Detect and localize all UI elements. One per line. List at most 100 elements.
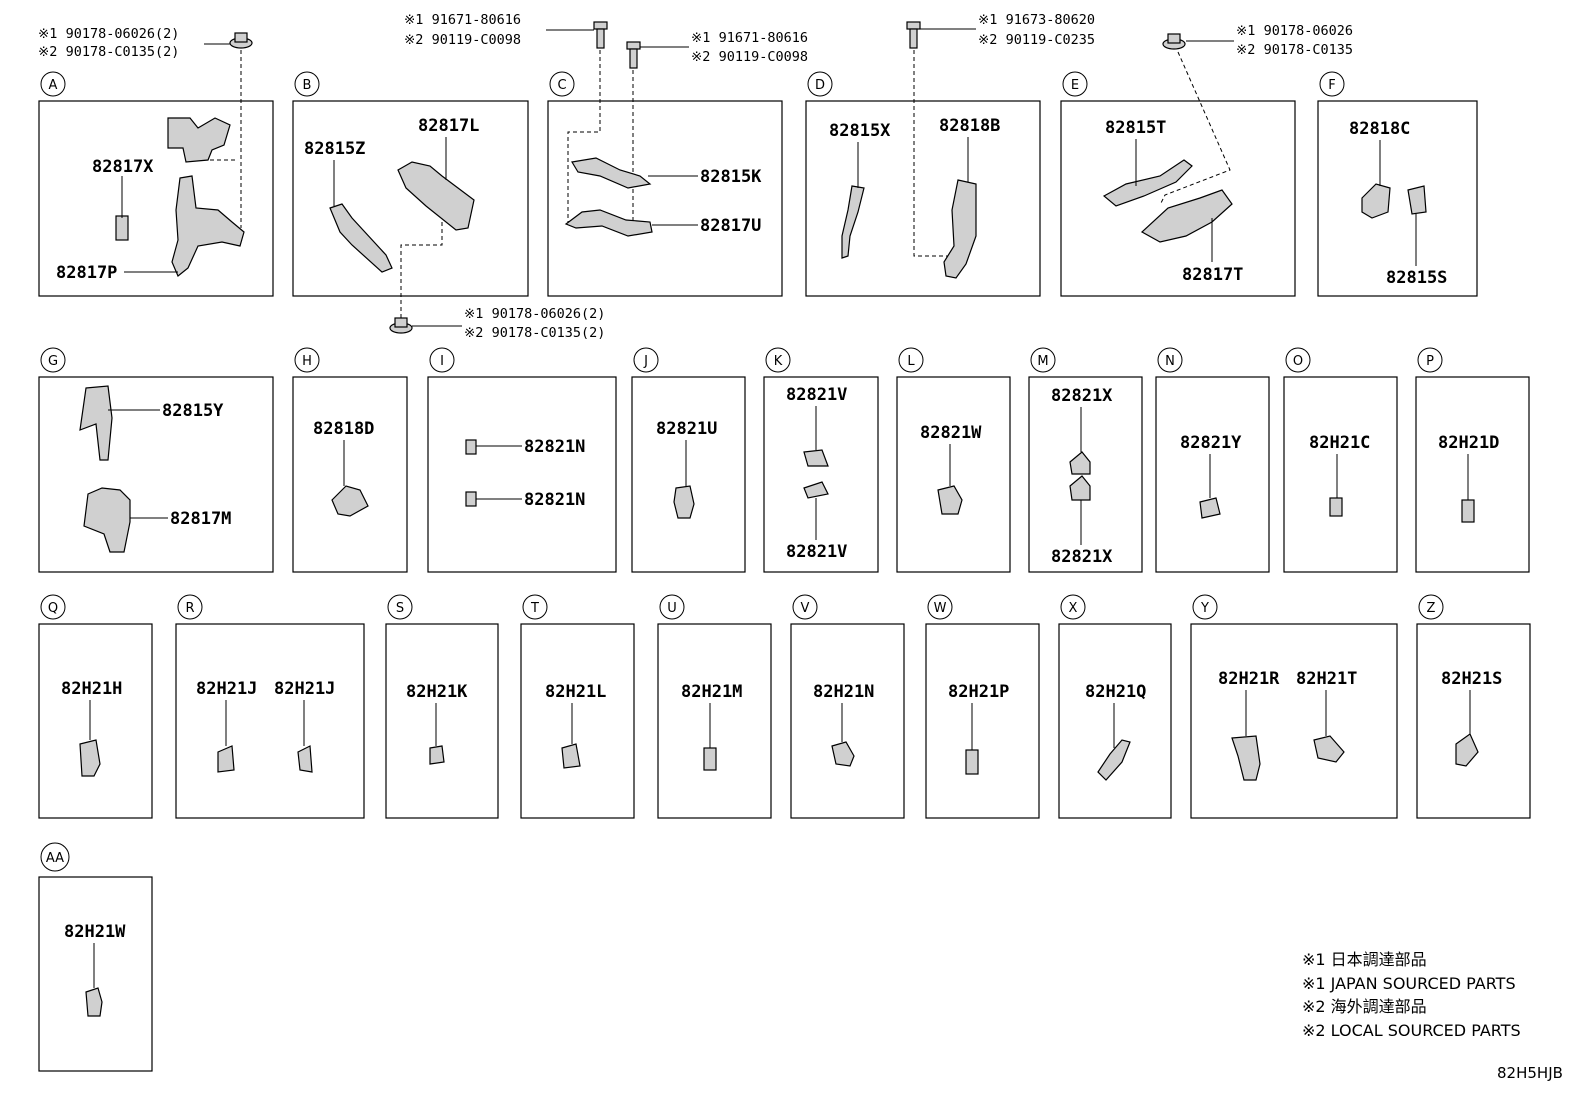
svg-text:AA: AA xyxy=(46,851,64,866)
fastener-f-japan: ※1 90178-06026 xyxy=(1236,23,1353,39)
part-label-82h21d: 82H21D xyxy=(1438,433,1499,453)
svg-text:U: U xyxy=(667,601,677,616)
part-label-82h21r: 82H21R xyxy=(1218,669,1280,689)
svg-text:O: O xyxy=(1293,354,1303,369)
part-label-82h21j: 82H21J xyxy=(196,679,257,699)
svg-text:L: L xyxy=(907,354,915,369)
callout-n: N xyxy=(1157,347,1183,373)
callout-k: K xyxy=(765,347,791,373)
fastener-f-local: ※2 90178-C0135 xyxy=(1236,42,1353,58)
part-label-82821v: 82821V xyxy=(786,385,847,405)
bracket-shape xyxy=(841,185,865,259)
clip-shape xyxy=(1069,475,1091,501)
callout-g: G xyxy=(40,347,66,373)
svg-text:Y: Y xyxy=(1200,601,1209,616)
fastener-c-japan: ※1 91671-80616 xyxy=(404,12,521,28)
part-label-82817u: 82817U xyxy=(700,216,761,236)
svg-text:X: X xyxy=(1069,601,1078,616)
part-label-82821x: 82821X xyxy=(1051,386,1113,406)
clip-shape xyxy=(217,745,235,773)
callout-a: A xyxy=(40,71,66,97)
clip-shape xyxy=(803,449,829,467)
callout-aa: AA xyxy=(40,842,70,872)
clip-shape xyxy=(1455,733,1479,767)
callout-f: F xyxy=(1319,71,1345,97)
callout-x: X xyxy=(1060,594,1086,620)
part-label-82h21p: 82H21P xyxy=(948,682,1009,702)
fastener-c-local: ※2 90119-C0098 xyxy=(404,32,521,48)
svg-text:I: I xyxy=(440,354,444,369)
part-labels: 82817X 82817P 82815Z 82817L 82815K 82817… xyxy=(56,116,1502,988)
bolt-icon xyxy=(593,21,608,49)
bracket-shape xyxy=(1140,189,1233,243)
bracket-shape xyxy=(79,385,113,461)
part-label-82815x: 82815X xyxy=(829,121,891,141)
clip-shape xyxy=(703,747,717,771)
svg-text:C: C xyxy=(557,78,566,93)
clip-shape xyxy=(1097,739,1131,781)
callout-d: D xyxy=(807,71,833,97)
svg-text:E: E xyxy=(1071,78,1079,93)
part-label-82815z: 82815Z xyxy=(304,139,365,159)
flange-nut-icon xyxy=(229,32,253,49)
part-label-82h21t: 82H21T xyxy=(1296,669,1357,689)
part-label-82817l: 82817L xyxy=(418,116,479,136)
callout-w: W xyxy=(927,594,953,620)
clip-shape xyxy=(803,481,829,499)
svg-text:J: J xyxy=(643,354,648,369)
part-label-82818c: 82818C xyxy=(1349,119,1410,139)
bracket-shape xyxy=(329,203,393,273)
svg-text:N: N xyxy=(1165,354,1175,369)
bracket-shape xyxy=(83,487,131,553)
diagram-reference-code: 82H5HJB xyxy=(1497,1064,1563,1082)
clip-shape xyxy=(1231,735,1261,781)
clip-shape xyxy=(965,749,979,775)
part-label-82821x: 82821X xyxy=(1051,547,1113,567)
part-shapes xyxy=(79,117,1479,1017)
clip-shape xyxy=(85,987,103,1017)
svg-text:W: W xyxy=(934,601,947,616)
bracket-shape xyxy=(171,175,245,277)
clip-shape xyxy=(429,745,445,765)
clip-shape xyxy=(331,485,369,517)
part-label-82h21n: 82H21N xyxy=(813,682,874,702)
svg-text:A: A xyxy=(49,78,58,93)
callout-u: U xyxy=(659,594,685,620)
clip-shape xyxy=(1461,499,1475,523)
fastener-e-japan: ※1 91673-80620 xyxy=(978,12,1095,28)
callout-o: O xyxy=(1285,347,1311,373)
callout-t: T xyxy=(522,594,548,620)
clip-shape xyxy=(115,215,129,241)
fastener-b-local: ※2 90178-C0135(2) xyxy=(464,325,605,341)
callout-c: C xyxy=(549,71,575,97)
part-label-82h21q: 82H21Q xyxy=(1085,682,1146,702)
part-label-82821w: 82821W xyxy=(920,423,982,443)
legend-line: ※1 JAPAN SOURCED PARTS xyxy=(1302,973,1516,993)
callout-p: P xyxy=(1417,347,1443,373)
part-label-82817x: 82817X xyxy=(92,157,154,177)
fastener-d-japan: ※1 91671-80616 xyxy=(691,30,808,46)
callout-m: M xyxy=(1030,347,1056,373)
part-label-82h21l: 82H21L xyxy=(545,682,606,702)
part-label-82815k: 82815K xyxy=(700,167,762,187)
fastener-e-local: ※2 90119-C0235 xyxy=(978,32,1095,48)
callout-v: V xyxy=(792,594,818,620)
panel-boxes xyxy=(38,100,1531,1072)
fastener-labels: ※1 90178-06026(2) ※2 90178-C0135(2) ※1 9… xyxy=(38,12,1353,341)
legend-line: ※2 海外調達部品 xyxy=(1302,997,1427,1016)
clip-shape xyxy=(937,485,963,515)
svg-text:P: P xyxy=(1426,354,1434,369)
callout-b: B xyxy=(294,71,320,97)
svg-text:V: V xyxy=(801,601,810,616)
part-label-82h21h: 82H21H xyxy=(61,679,122,699)
fastener-a-local: ※2 90178-C0135(2) xyxy=(38,44,179,60)
callout-z: Z xyxy=(1418,594,1444,620)
svg-text:G: G xyxy=(48,354,58,369)
clip-shape xyxy=(465,491,477,507)
callout-l: L xyxy=(898,347,924,373)
part-label-82817p: 82817P xyxy=(56,263,117,283)
bracket-shape xyxy=(943,179,977,279)
clip-shape xyxy=(1329,497,1343,517)
clip-shape xyxy=(561,743,581,769)
part-label-82h21j: 82H21J xyxy=(274,679,335,699)
